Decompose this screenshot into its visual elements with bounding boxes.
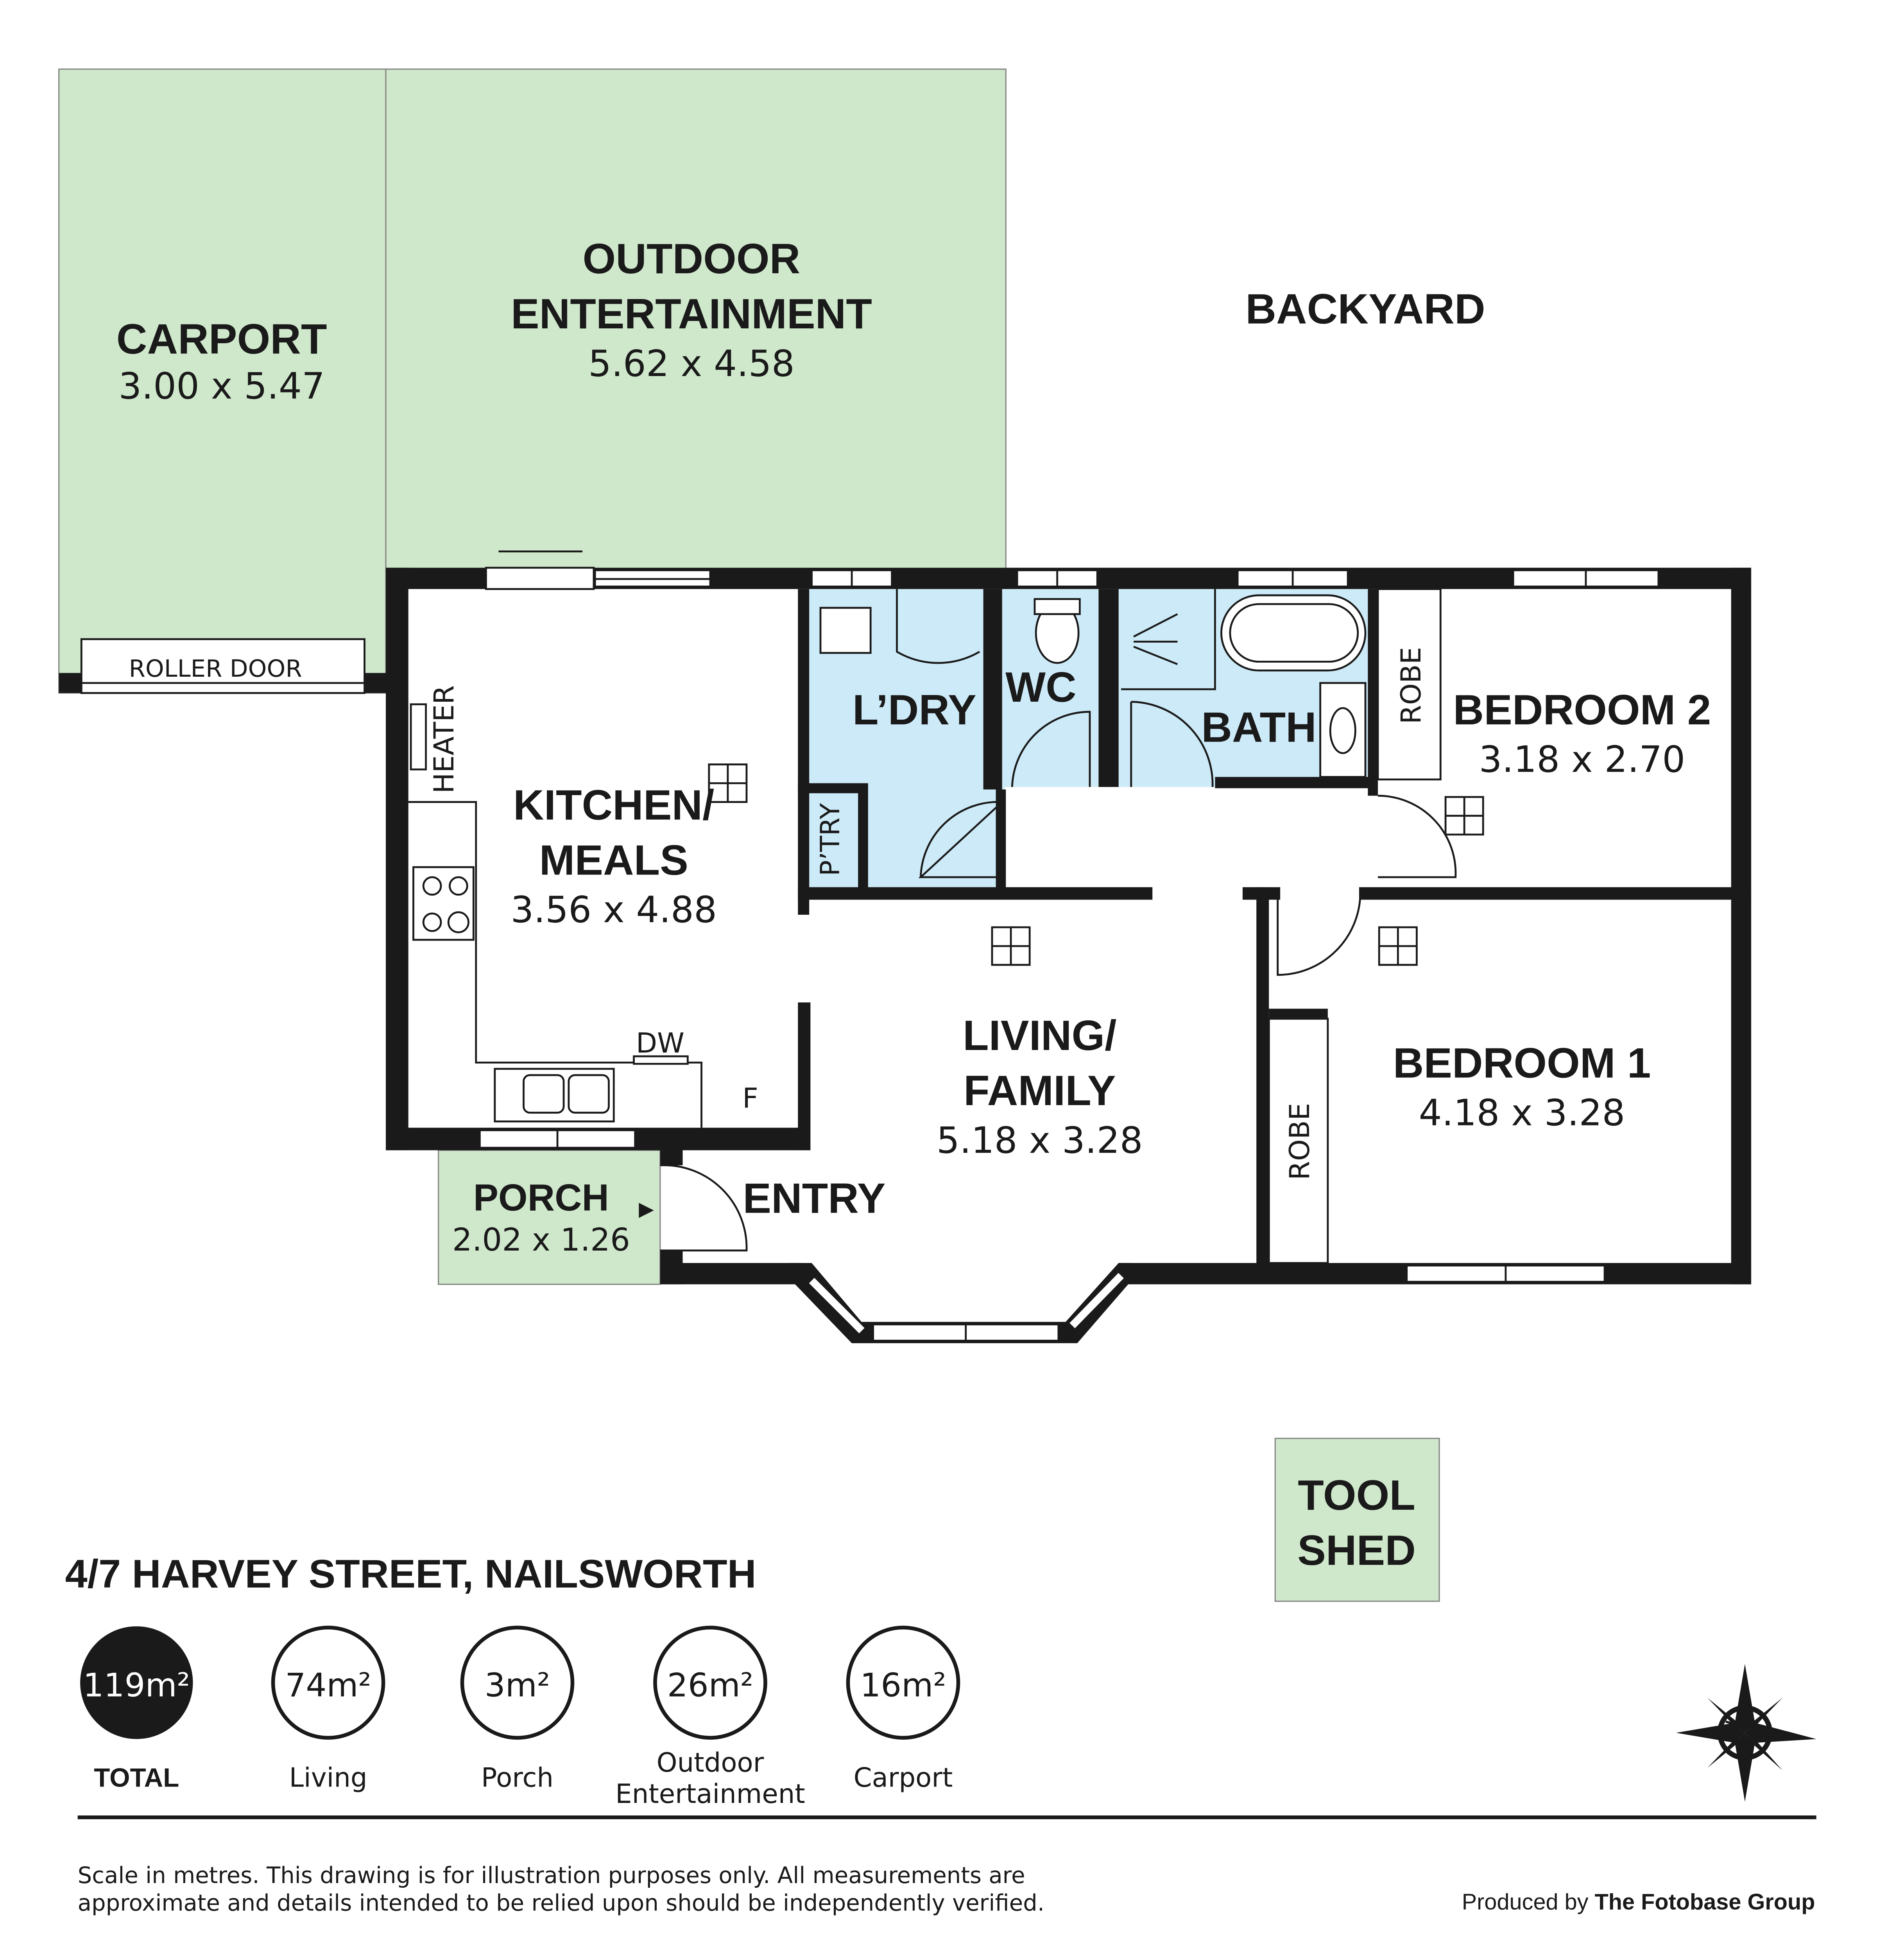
area-porch: 3m² Porch xyxy=(460,1625,575,1793)
outdoor-entertainment-area xyxy=(385,68,1007,571)
bedroom-1-label: BEDROOM 1 xyxy=(1393,1039,1651,1087)
svg-text:Outdoor: Outdoor xyxy=(657,1747,764,1778)
area-total: 119m² TOTAL xyxy=(80,1626,193,1792)
roller-door-label: ROLLER DOOR xyxy=(129,655,302,683)
address: 4/7 HARVEY STREET, NAILSWORTH xyxy=(65,1551,756,1596)
fixtures xyxy=(408,588,1484,1264)
kitchen-label-1: KITCHEN/ xyxy=(513,781,714,829)
robe-1-label: ROBE xyxy=(1284,1103,1316,1180)
kitchen-dims: 3.56 x 4.88 xyxy=(510,889,717,931)
svg-text:Porch: Porch xyxy=(481,1762,553,1793)
living-dims: 5.18 x 3.28 xyxy=(937,1119,1143,1161)
credit: Produced by The Fotobase Group xyxy=(1462,1889,1815,1914)
svg-text:Entertainment: Entertainment xyxy=(615,1779,805,1809)
svg-text:TOTAL: TOTAL xyxy=(94,1763,179,1792)
toolshed-label-2: SHED xyxy=(1297,1527,1416,1574)
toolshed-area xyxy=(1274,1437,1440,1602)
bath-label: BATH xyxy=(1201,704,1316,751)
bedroom-2-label: BEDROOM 2 xyxy=(1453,686,1711,734)
wc-label: WC xyxy=(1005,663,1076,711)
carport-dims: 3.00 x 5.47 xyxy=(118,365,325,407)
compass-rose-icon: N xyxy=(1676,1664,1816,1802)
svg-text:Carport: Carport xyxy=(854,1762,953,1793)
robe-2-label: ROBE xyxy=(1395,647,1427,724)
outdoor-label-1: OUTDOOR xyxy=(583,235,801,283)
bedroom-1-dims: 4.18 x 3.28 xyxy=(1419,1091,1625,1134)
carport-label: CARPORT xyxy=(116,315,327,363)
porch-dims: 2.02 x 1.26 xyxy=(452,1222,630,1258)
living-label-2: FAMILY xyxy=(964,1067,1116,1115)
pantry-label: P’TRY xyxy=(815,803,845,876)
svg-text:119m²: 119m² xyxy=(83,1666,190,1704)
divider xyxy=(77,1815,1816,1819)
laundry-label: L’DRY xyxy=(853,686,976,734)
bedroom-2-dims: 3.18 x 2.70 xyxy=(1479,738,1685,781)
roller-door xyxy=(80,638,365,694)
windows xyxy=(80,550,1660,1342)
backyard-label: BACKYARD xyxy=(1245,285,1485,333)
fridge-label: F xyxy=(742,1082,758,1114)
kitchen-label-2: MEALS xyxy=(539,836,688,884)
svg-text:16m²: 16m² xyxy=(860,1666,946,1704)
dw-label: DW xyxy=(636,1027,684,1059)
area-carport: 16m² Carport xyxy=(846,1625,960,1793)
svg-text:Living: Living xyxy=(289,1762,367,1793)
carport-area xyxy=(58,68,387,694)
area-living: 74m² Living xyxy=(271,1625,385,1793)
outdoor-label-2: ENTERTAINMENT xyxy=(511,290,872,338)
porch-label: PORCH xyxy=(473,1177,609,1218)
area-outdoor: 26m² Outdoor Entertainment xyxy=(615,1625,805,1809)
disclaimer-line-2: approximate and details intended to be r… xyxy=(78,1890,1045,1916)
living-label-1: LIVING/ xyxy=(963,1012,1116,1059)
svg-text:74m²: 74m² xyxy=(285,1666,371,1704)
entry-label: ENTRY xyxy=(743,1175,885,1222)
svg-text:3m²: 3m² xyxy=(485,1666,550,1704)
outdoor-dims: 5.62 x 4.58 xyxy=(588,342,795,385)
svg-text:26m²: 26m² xyxy=(667,1666,754,1704)
heater-label: HEATER xyxy=(428,685,460,794)
disclaimer-line-1: Scale in metres. This drawing is for ill… xyxy=(78,1862,1025,1889)
toolshed-label-1: TOOL xyxy=(1298,1471,1415,1519)
